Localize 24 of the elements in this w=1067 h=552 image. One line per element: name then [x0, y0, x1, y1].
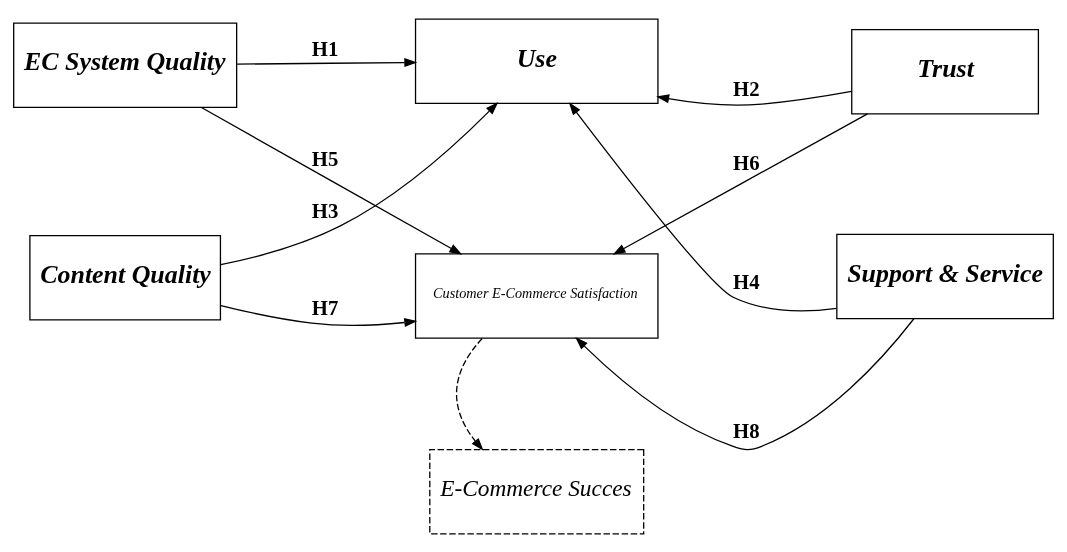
arrow [220, 101, 499, 265]
edge-label: H6 [733, 151, 760, 174]
edge-label: H8 [733, 419, 760, 442]
edge-label: H1 [311, 37, 339, 60]
node-box: Use [414, 18, 659, 104]
edge-label: H3 [311, 199, 339, 222]
node-box: Trust [851, 28, 1040, 114]
arrow [575, 317, 915, 450]
arrow [612, 112, 869, 255]
arrow [220, 304, 418, 327]
edge-label: H5 [311, 147, 339, 170]
node-box: E-Commerce Succes [429, 448, 645, 534]
node-box: Support & Service [836, 233, 1054, 319]
arrow [236, 57, 418, 67]
node-box: Content Quality [29, 234, 222, 321]
arrow [656, 90, 853, 106]
edge-label: H7 [311, 296, 339, 319]
arrow [200, 106, 463, 255]
arrow [568, 101, 838, 312]
edge-label: H4 [733, 270, 760, 293]
node-box: EC System Quality [13, 21, 238, 108]
node-box: Customer E-Commerce Satisfaction [414, 252, 659, 339]
edge-label: H2 [733, 77, 760, 100]
arrow [456, 337, 484, 451]
